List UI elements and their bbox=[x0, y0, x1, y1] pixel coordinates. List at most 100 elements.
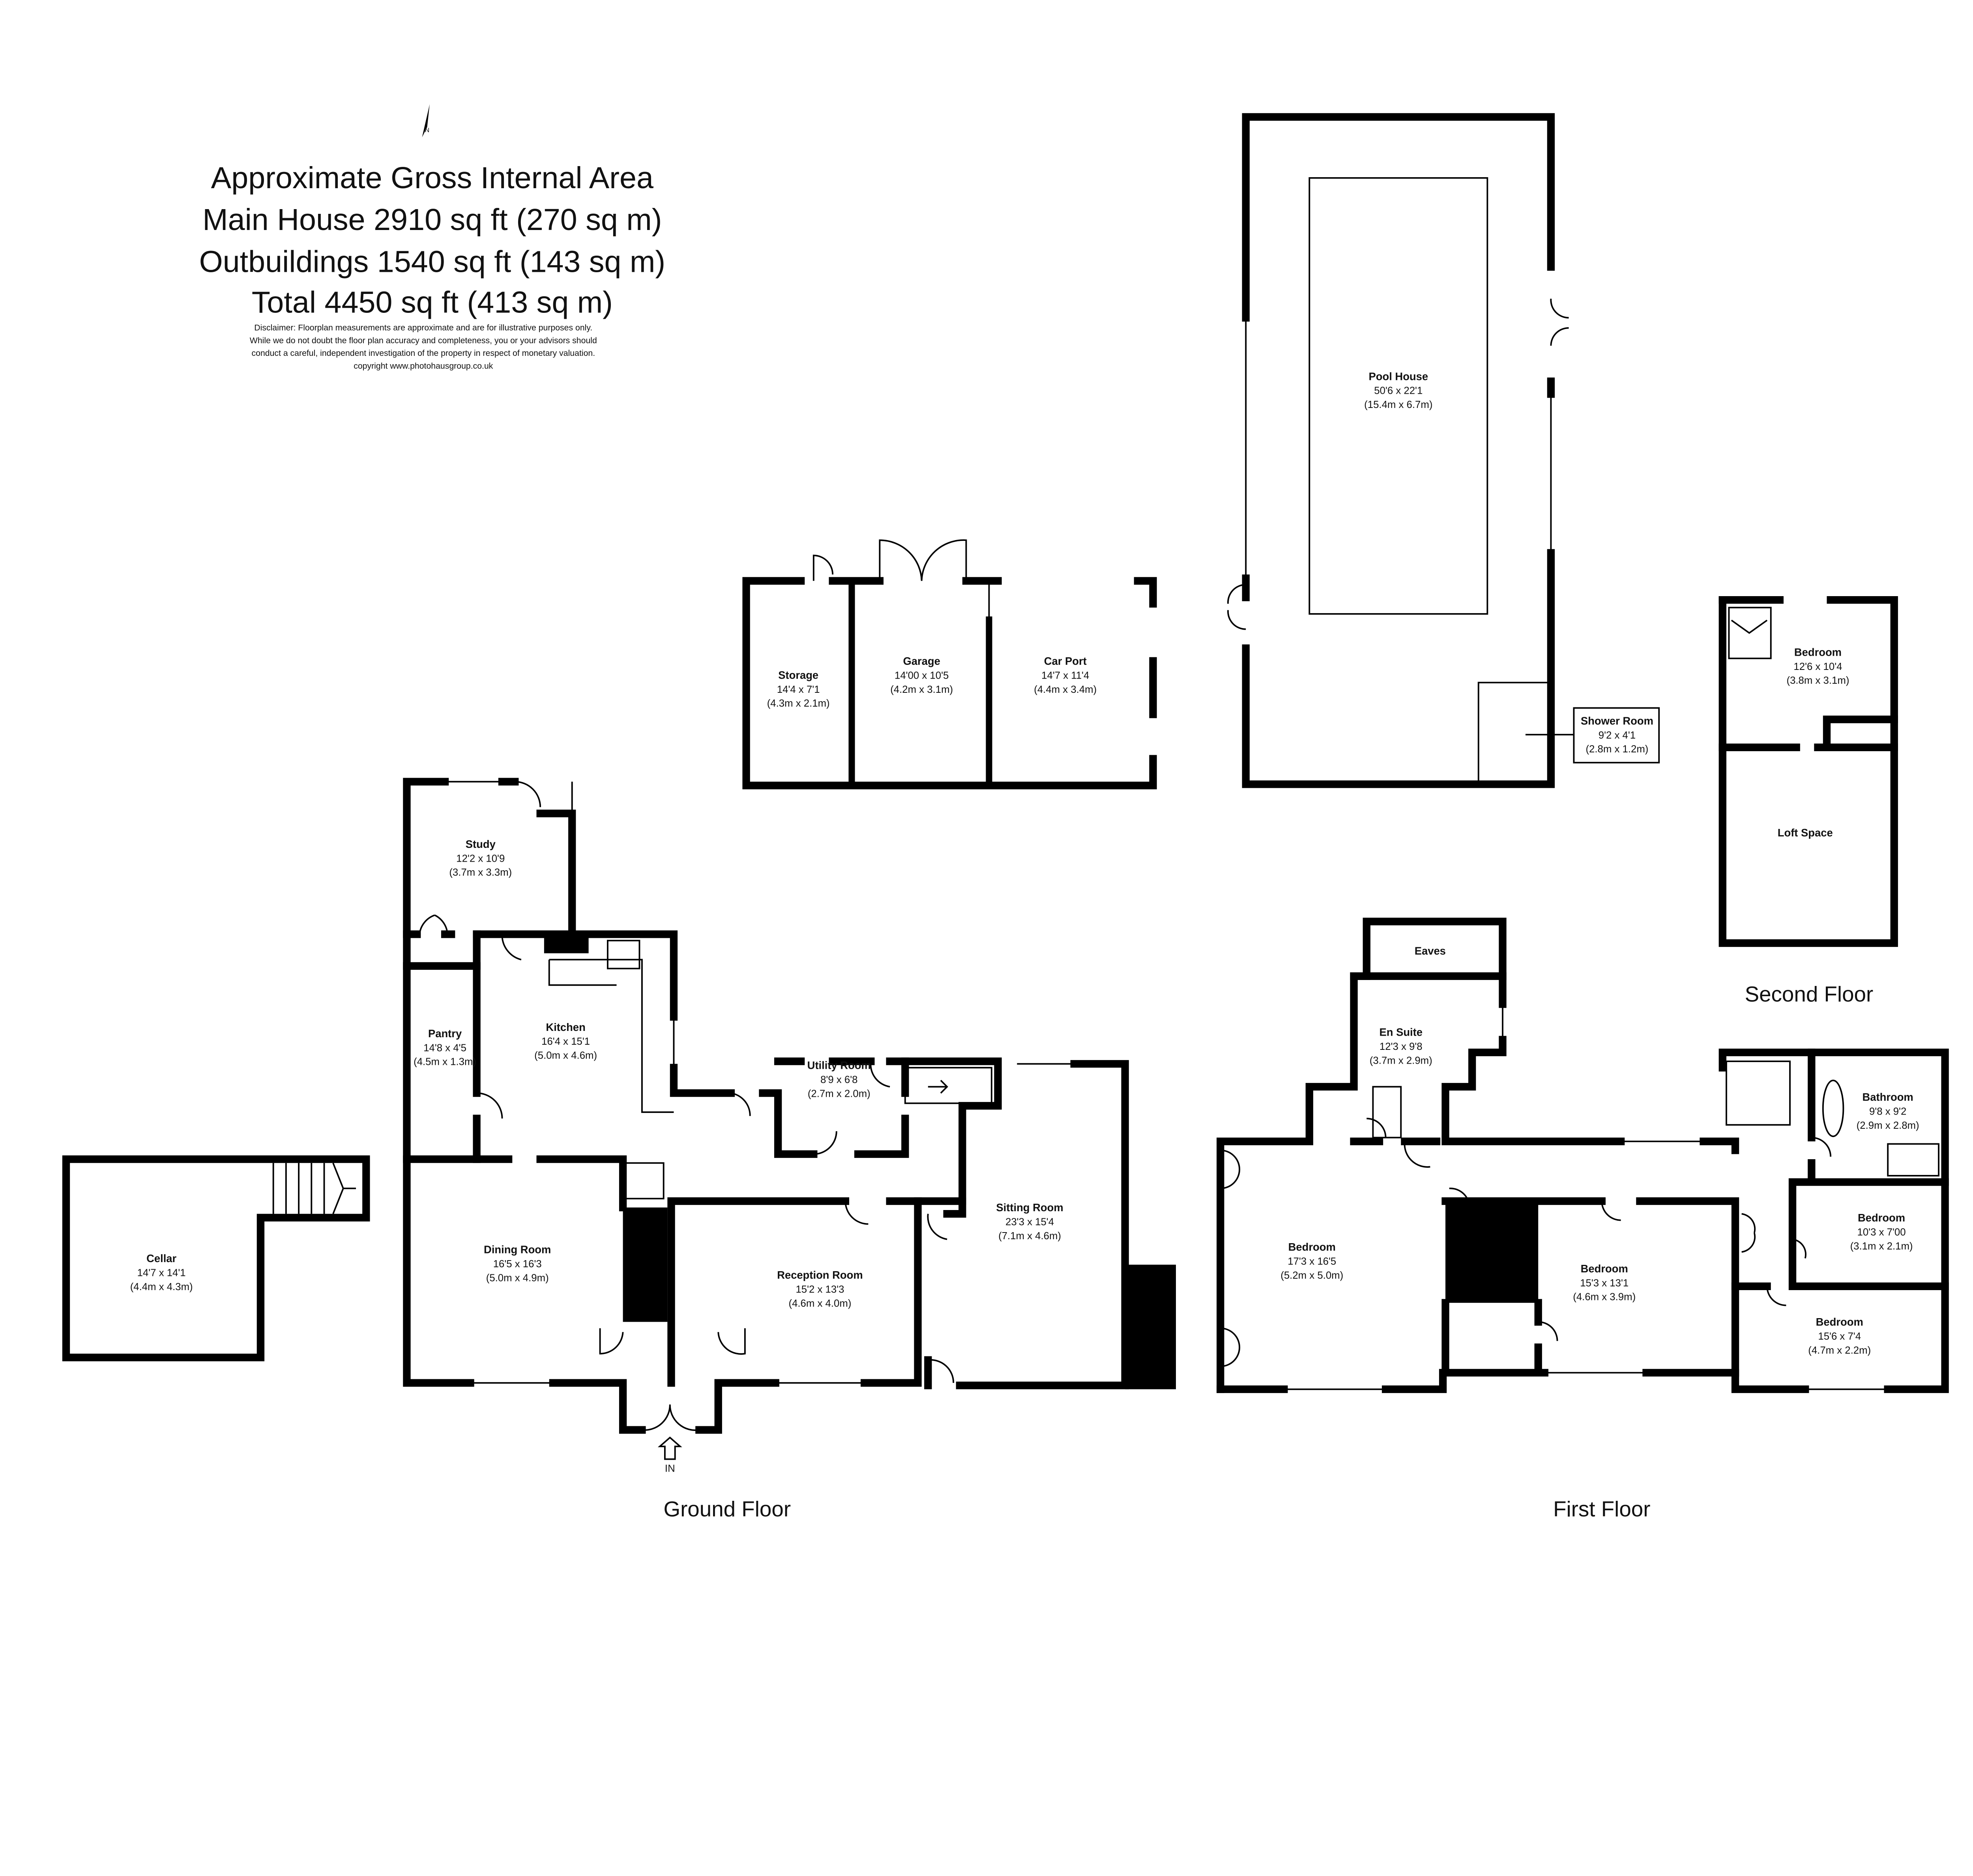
floor-label-second: Second Floor bbox=[1745, 982, 1874, 1006]
room-name: Shower Room bbox=[1581, 714, 1653, 727]
chimney-breast bbox=[1445, 1201, 1539, 1303]
chimney-breast bbox=[544, 934, 589, 954]
room-dimensions: 15'3 x 13'1 bbox=[1580, 1277, 1629, 1289]
stairs bbox=[272, 1163, 356, 1214]
room-name: Pool House bbox=[1369, 370, 1428, 382]
room-dimensions: (15.4m x 6.7m) bbox=[1364, 399, 1432, 410]
room-dimensions: (2.7m x 2.0m) bbox=[808, 1088, 870, 1099]
room-dimensions: 12'3 x 9'8 bbox=[1380, 1041, 1423, 1052]
room-pool-house: Pool House 50'6 x 22'1 (15.4m x 6.7m) bbox=[1364, 370, 1432, 410]
room-dimensions: 10'3 x 7'00 bbox=[1857, 1227, 1906, 1238]
room-eaves: Eaves bbox=[1415, 945, 1446, 957]
ground-floor-walls bbox=[403, 778, 1176, 1434]
room-dimensions: (3.8m x 3.1m) bbox=[1786, 675, 1849, 686]
room-dimensions: 16'5 x 16'3 bbox=[493, 1259, 542, 1270]
room-name: Kitchen bbox=[546, 1021, 585, 1033]
hob bbox=[607, 940, 640, 969]
room-name: Cellar bbox=[146, 1252, 176, 1264]
room-dimensions: 17'3 x 16'5 bbox=[1288, 1256, 1336, 1267]
copyright-line: copyright www.photohausgroup.co.uk bbox=[354, 361, 493, 370]
room-car-port: Car Port 14'7 x 11'4 (4.4m x 3.4m) bbox=[1034, 655, 1097, 695]
disclaimer-line: conduct a careful, independent investiga… bbox=[252, 348, 595, 358]
stairs bbox=[1726, 1061, 1791, 1126]
room-name: En Suite bbox=[1379, 1026, 1423, 1038]
area-summary: Approximate Gross Internal Area Main Hou… bbox=[199, 161, 666, 370]
room-storage: Storage 14'4 x 7'1 (4.3m x 2.1m) bbox=[767, 669, 830, 709]
room-dining: Dining Room 16'5 x 16'3 (5.0m x 4.9m) bbox=[484, 1244, 551, 1284]
entrance-label: IN bbox=[665, 1463, 675, 1474]
room-dimensions: (4.5m x 1.3m) bbox=[414, 1057, 476, 1068]
room-name: Bedroom bbox=[1794, 646, 1842, 658]
room-name: Bedroom bbox=[1288, 1241, 1336, 1253]
room-dimensions: 12'2 x 10'9 bbox=[456, 853, 505, 864]
room-dimensions: 14'7 x 11'4 bbox=[1041, 670, 1089, 681]
room-name: Bathroom bbox=[1863, 1091, 1913, 1103]
floor-plan: N Approximate Gross Internal Area Main H… bbox=[62, 104, 1949, 1521]
stairs bbox=[622, 1162, 665, 1199]
room-dimensions: 14'4 x 7'1 bbox=[777, 684, 820, 695]
room-dimensions: (3.7m x 3.3m) bbox=[449, 867, 512, 878]
chimney-breast bbox=[1125, 1264, 1176, 1390]
room-dimensions: (4.4m x 3.4m) bbox=[1034, 684, 1097, 695]
title-line-3: Outbuildings 1540 sq ft (143 sq m) bbox=[199, 245, 666, 279]
room-dimensions: (3.1m x 2.1m) bbox=[1850, 1241, 1913, 1252]
room-name: Eaves bbox=[1415, 945, 1446, 957]
room-dimensions: (4.4m x 4.3m) bbox=[130, 1281, 193, 1292]
room-dimensions: 8'9 x 6'8 bbox=[820, 1074, 857, 1085]
compass-label: N bbox=[425, 127, 430, 134]
room-name: Dining Room bbox=[484, 1244, 551, 1256]
second-floor-walls bbox=[1718, 596, 1898, 947]
room-cellar: Cellar 14'7 x 14'1 (4.4m x 4.3m) bbox=[130, 1252, 193, 1292]
entrance-arrow-icon bbox=[657, 1436, 682, 1460]
room-dimensions: (2.9m x 2.8m) bbox=[1857, 1120, 1919, 1131]
room-dimensions: (4.3m x 2.1m) bbox=[767, 698, 830, 709]
room-dimensions: 15'2 x 13'3 bbox=[796, 1284, 844, 1295]
room-dimensions: 14'7 x 14'1 bbox=[137, 1268, 186, 1279]
room-dimensions: 14'00 x 10'5 bbox=[895, 670, 949, 681]
shower-tray bbox=[1887, 1143, 1939, 1176]
stairs bbox=[1728, 607, 1772, 659]
room-dimensions: (4.2m x 3.1m) bbox=[890, 684, 953, 695]
room-name: Utility Room bbox=[807, 1059, 871, 1071]
room-dimensions: 23'3 x 15'4 bbox=[1005, 1217, 1054, 1228]
room-name: Car Port bbox=[1044, 655, 1087, 667]
floor-label-first: First Floor bbox=[1553, 1496, 1650, 1521]
outbuilding-walls bbox=[742, 539, 1157, 789]
title-line-4: Total 4450 sq ft (413 sq m) bbox=[252, 286, 613, 320]
stairs bbox=[904, 1067, 992, 1104]
title-line-1: Approximate Gross Internal Area bbox=[211, 161, 653, 195]
title-line-2: Main House 2910 sq ft (270 sq m) bbox=[202, 203, 662, 237]
room-garage: Garage 14'00 x 10'5 (4.2m x 3.1m) bbox=[890, 655, 953, 695]
room-name: Loft Space bbox=[1778, 827, 1833, 839]
room-name: Garage bbox=[903, 655, 940, 667]
shower-tray bbox=[1372, 1086, 1402, 1139]
room-dimensions: 50'6 x 22'1 bbox=[1374, 385, 1423, 397]
cellar-walls bbox=[62, 1155, 370, 1362]
room-second-floor-bedroom: Bedroom 12'6 x 10'4 (3.8m x 3.1m) bbox=[1786, 646, 1849, 686]
pool-house-walls bbox=[1227, 113, 1660, 788]
room-name: Reception Room bbox=[777, 1269, 863, 1281]
room-name: Sitting Room bbox=[996, 1201, 1063, 1214]
bath bbox=[1822, 1079, 1844, 1137]
room-dimensions: 15'6 x 7'4 bbox=[1818, 1331, 1861, 1342]
room-dimensions: (5.0m x 4.9m) bbox=[486, 1272, 549, 1283]
room-name: Bedroom bbox=[1816, 1316, 1863, 1328]
room-dimensions: (5.0m x 4.6m) bbox=[534, 1050, 597, 1061]
disclaimer-line: Disclaimer: Floorplan measurements are a… bbox=[254, 323, 592, 333]
room-dimensions: (4.6m x 3.9m) bbox=[1573, 1292, 1636, 1303]
floor-label-ground: Ground Floor bbox=[663, 1496, 791, 1521]
room-name: Study bbox=[466, 838, 496, 850]
room-dimensions: (5.2m x 5.0m) bbox=[1280, 1270, 1343, 1281]
room-utility: Utility Room 8'9 x 6'8 (2.7m x 2.0m) bbox=[807, 1059, 871, 1099]
chimney-breast bbox=[623, 1207, 668, 1322]
room-study: Study 12'2 x 10'9 (3.7m x 3.3m) bbox=[449, 838, 512, 878]
room-dimensions: 12'6 x 10'4 bbox=[1793, 661, 1842, 672]
room-name: Storage bbox=[778, 669, 818, 681]
